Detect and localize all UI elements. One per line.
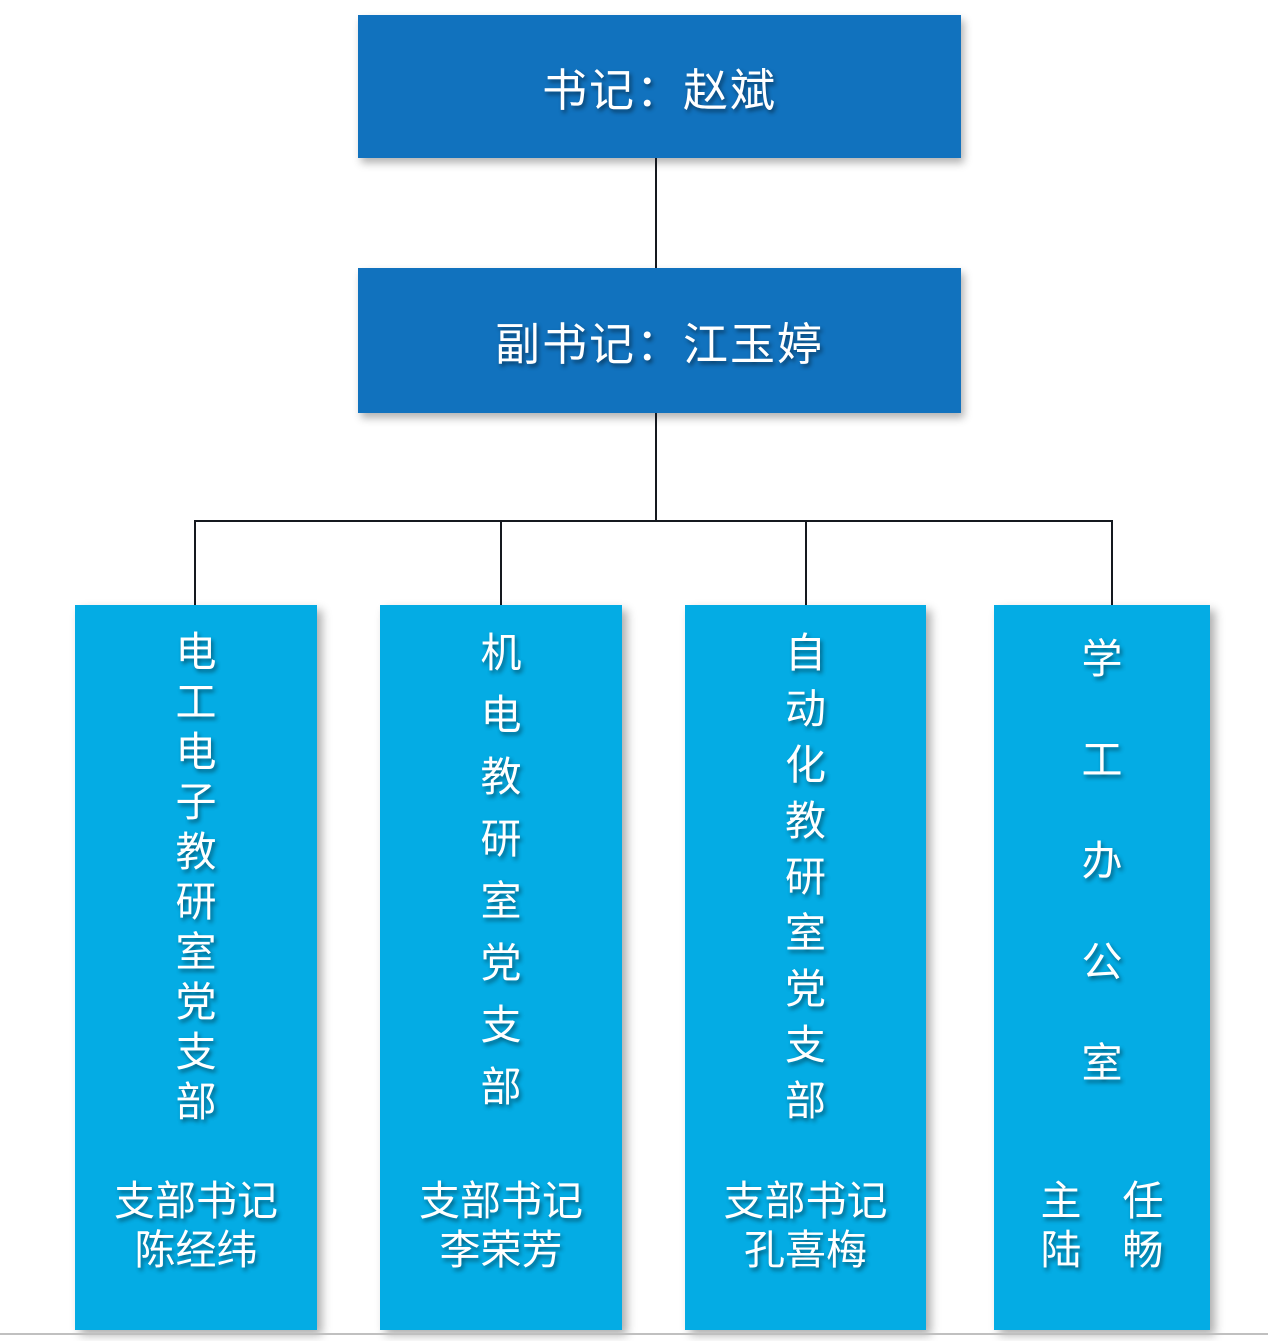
org-node-deputy-secretary: 副书记：江玉婷 [358,268,961,413]
branch-leader-name: 孔喜梅 [744,1227,867,1273]
deputy-secretary-label: 副书记：江玉婷 [494,319,824,370]
connector-deputy-stem [655,413,657,522]
branch-leader-role: 支部书记 [723,1178,888,1224]
connector-drop-branch-4 [1111,520,1113,607]
branch-leader-role: 主 任 [1040,1178,1164,1224]
branch-title: 机电教研室党支部 [480,630,522,1110]
connector-horizontal-rail [194,520,1113,522]
branch-leader: 支部书记 孔喜梅 [685,1177,926,1275]
branch-leader: 支部书记 李荣芳 [380,1177,622,1275]
org-node-branch-dian-gong: 电工电子教研室党支部 支部书记 陈经纬 [75,605,317,1330]
branch-leader-name: 陆 畅 [1040,1227,1164,1273]
branch-leader-role: 支部书记 [114,1178,278,1224]
branch-title: 自动化教研室党支部 [785,630,826,1124]
connector-drop-branch-2 [500,520,502,607]
connector-drop-branch-1 [194,520,196,607]
slide-bottom-edge [0,1333,1268,1335]
branch-leader-name: 李荣芳 [439,1227,563,1273]
branch-leader-name: 陈经纬 [134,1227,258,1273]
org-node-branch-xue-gong: 学工办公室 主 任 陆 畅 [994,605,1210,1330]
org-node-secretary: 书记：赵斌 [358,15,961,158]
secretary-label: 书记：赵斌 [541,65,777,116]
connector-drop-branch-3 [805,520,807,607]
org-node-branch-ji-dian: 机电教研室党支部 支部书记 李荣芳 [380,605,622,1330]
branch-title: 电工电子教研室党支部 [175,629,217,1125]
branch-leader-role: 支部书记 [419,1178,583,1224]
branch-leader: 支部书记 陈经纬 [75,1177,317,1275]
branch-leader: 主 任 陆 畅 [994,1177,1210,1275]
org-node-branch-zi-dong-hua: 自动化教研室党支部 支部书记 孔喜梅 [685,605,926,1330]
connector-secretary-deputy [655,158,657,268]
branch-title: 学工办公室 [1081,636,1123,1086]
